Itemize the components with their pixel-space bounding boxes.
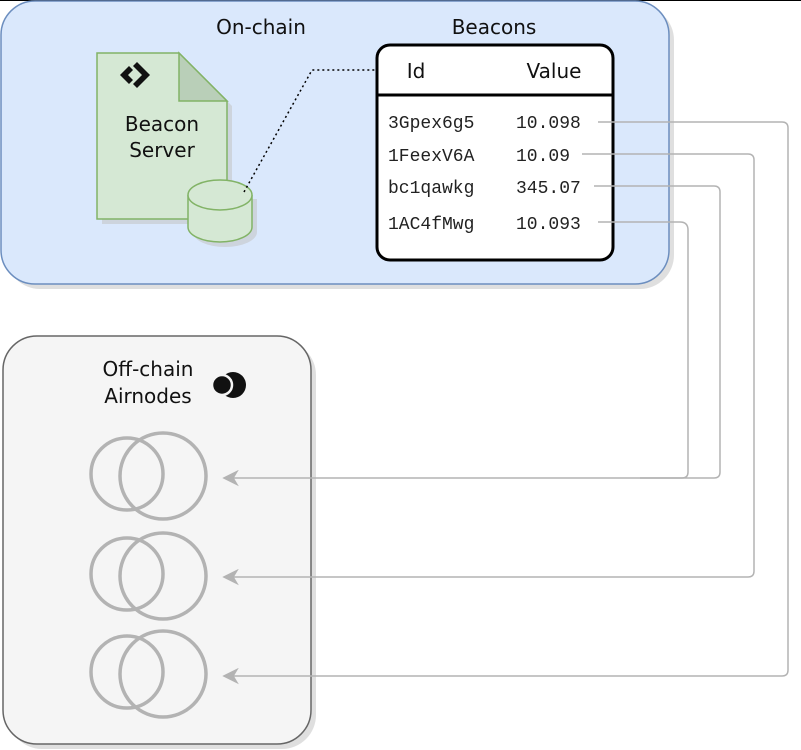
connector-row-1-to-airnode-3 — [222, 121, 789, 685]
beacons-header-id: Id — [407, 59, 426, 83]
offchain-label-line2: Airnodes — [104, 384, 191, 408]
airnode-3 — [89, 629, 208, 719]
airnode-circles-icon — [89, 536, 165, 612]
beacon-row-3-id: bc1qawkg — [388, 179, 474, 199]
beacon-row-1-value: 10.098 — [516, 114, 581, 134]
beacons-title: Beacons — [452, 15, 537, 39]
onchain-title: On-chain — [216, 15, 306, 39]
offchain-box — [2, 335, 312, 745]
beacon-server-label-line1: Beacon — [125, 112, 199, 136]
beacon-row-2-id: 1FeexV6A — [388, 147, 475, 167]
beacon-row-4-id: 1AC4fMwg — [388, 215, 474, 235]
airnode-1 — [89, 431, 208, 521]
beacon-row-4-value: 10.093 — [516, 215, 581, 235]
beacon-server: Beacon Server — [96, 51, 257, 247]
beacon-server-label-line2: Server — [129, 138, 195, 162]
database-cylinder-icon — [187, 179, 257, 247]
airnode-circles-icon — [89, 436, 165, 512]
connector-row-4-to-airnode-1 — [598, 221, 689, 479]
beacon-row-3-value: 345.07 — [516, 179, 581, 199]
airnode-logo — [210, 372, 246, 398]
connector-row-3-to-airnode-1 — [222, 185, 721, 487]
beacon-row-2-value: 10.09 — [516, 147, 570, 167]
beacons-table: Beacons Id Value 3Gpex6g5 10.098 1FeexV6… — [375, 15, 615, 262]
db-to-table-connector — [243, 69, 378, 193]
airnode-circles-icon — [89, 634, 165, 710]
api3-diamond-logo — [120, 62, 150, 88]
beacon-row-1-id: 3Gpex6g5 — [388, 114, 474, 134]
airnode-2 — [89, 531, 208, 621]
offchain-label-line1: Off-chain — [103, 357, 194, 381]
beacons-table-box — [375, 43, 615, 262]
beacons-header-value: Value — [527, 59, 582, 83]
connectors — [222, 121, 789, 685]
connector-row-2-to-airnode-2 — [222, 153, 755, 586]
offchain-container: Off-chain Airnodes — [2, 335, 316, 749]
